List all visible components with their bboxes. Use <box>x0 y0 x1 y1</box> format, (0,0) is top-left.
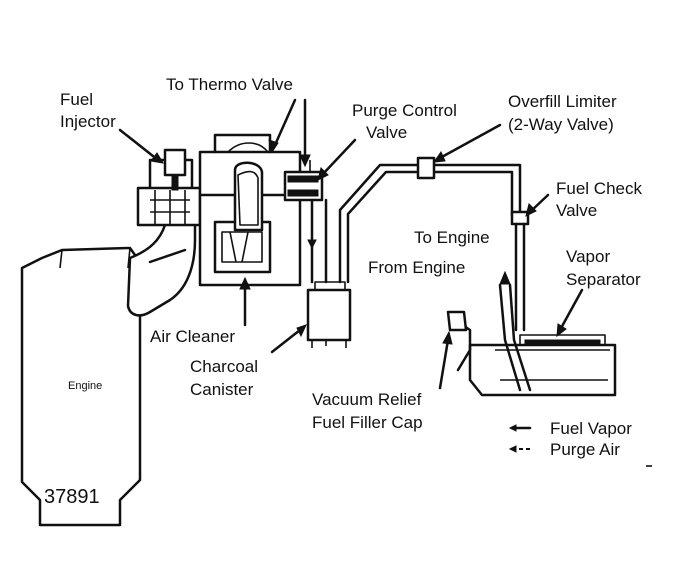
callout-arrows <box>118 98 584 390</box>
label-to-engine: To Engine <box>414 228 490 247</box>
label-fuel-injector-1: Fuel <box>60 90 93 109</box>
legend: Fuel Vapor Purge Air <box>508 419 652 467</box>
fuel-lines <box>498 270 532 392</box>
label-purge-control-2: Valve <box>366 123 407 142</box>
label-vacuum-relief-1: Vacuum Relief <box>312 390 422 409</box>
label-fuel-check-2: Valve <box>556 201 597 220</box>
label-charcoal-canister-2: Canister <box>190 380 254 399</box>
label-overfill-limiter-2: (2-Way Valve) <box>508 115 614 134</box>
fuel-check-valve <box>510 210 530 332</box>
label-vapor-separator-2: Separator <box>566 270 641 289</box>
intake-manifold <box>126 148 202 317</box>
legend-purge-air-label: Purge Air <box>550 440 620 459</box>
engine-block: Engine <box>20 246 142 527</box>
label-to-thermo-valve: To Thermo Valve <box>166 75 293 94</box>
label-vacuum-relief-2: Fuel Filler Cap <box>312 413 423 432</box>
figure-number: 37891 <box>44 486 100 508</box>
label-fuel-injector-2: Injector <box>60 112 116 131</box>
engine-label: Engine <box>68 380 102 392</box>
label-fuel-check-1: Fuel Check <box>556 179 642 198</box>
vapor-line <box>338 156 522 284</box>
purge-control-valve <box>283 160 324 202</box>
label-vapor-separator-1: Vapor <box>566 247 610 266</box>
label-purge-control-1: Purge Control <box>352 101 457 120</box>
fuel-tank <box>446 310 617 397</box>
label-air-cleaner: Air Cleaner <box>150 327 235 346</box>
label-from-engine: From Engine <box>368 258 465 277</box>
charcoal-canister <box>306 198 352 348</box>
air-cleaner-housing <box>198 133 302 287</box>
label-charcoal-canister-1: Charcoal <box>190 357 258 376</box>
label-overfill-limiter-1: Overfill Limiter <box>508 92 617 111</box>
legend-fuel-vapor-label: Fuel Vapor <box>550 419 632 438</box>
